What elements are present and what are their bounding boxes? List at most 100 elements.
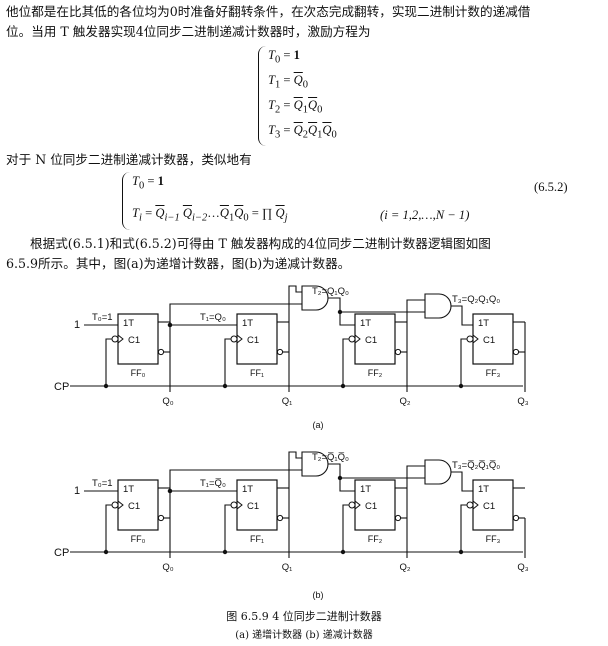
ff-t-input-label: 1T	[123, 318, 134, 329]
t3-label: T₃=Q̅₂Q̅₁Q̅₀	[452, 460, 500, 471]
paragraph-line: 位。当用 T 触发器实现4位同步二进制递减计数器时，激励方程为	[6, 24, 371, 39]
clock-triangle	[472, 334, 479, 344]
t0-label: T₀=1	[92, 478, 113, 489]
junction-dot	[167, 488, 173, 494]
inversion-bubble	[157, 348, 165, 356]
t3-label: T₃=Q₂Q₁Q₀	[452, 294, 500, 305]
clock-triangle	[117, 500, 124, 510]
ff-name: FF₀	[131, 534, 146, 544]
q-label: Q₂	[399, 562, 410, 573]
clock-wire	[224, 338, 231, 386]
and-gate	[424, 293, 452, 319]
ff-clock-label: C1	[128, 501, 140, 512]
paragraph-line: 他位都是在比其低的各位均为0时准备好翻转条件，在次态完成翻转，实现二进制计数的递…	[6, 4, 531, 19]
clock-bubble	[230, 335, 238, 343]
clock-wire	[105, 338, 112, 386]
subfigure-label-a: (a)	[313, 420, 324, 430]
ff-clock-label: C1	[247, 501, 259, 512]
ff-clock-label: C1	[128, 335, 140, 346]
wire	[406, 465, 425, 518]
input-one: 1	[74, 319, 80, 331]
clock-triangle	[472, 500, 479, 510]
paragraph-line: 对于 N 位同步二进制递减计数器，类似地有	[6, 152, 252, 167]
inversion-bubble	[512, 348, 520, 356]
q-label: Q₃	[517, 562, 528, 573]
ff-clock-label: C1	[365, 501, 377, 512]
ff-name: FF₃	[486, 368, 501, 378]
flip-flop	[354, 313, 396, 365]
wire	[169, 469, 302, 491]
flip-flop	[117, 479, 159, 531]
cp-label: CP	[54, 547, 69, 559]
t3-wire	[451, 471, 473, 492]
clock-triangle	[236, 334, 243, 344]
t2-label: T₂=Q₁Q₀	[312, 286, 349, 297]
ff-name: FF₃	[486, 534, 501, 544]
cp-label: CP	[54, 381, 69, 393]
q-label: Q₀	[162, 396, 173, 407]
figure-caption: 图 6.5.9 4 位同步二进制计数器	[226, 610, 382, 623]
wire	[169, 303, 302, 325]
flip-flop	[472, 479, 514, 531]
inversion-bubble	[394, 514, 402, 522]
and-gate	[301, 285, 329, 311]
ff-name: FF₀	[131, 368, 146, 378]
q-label: Q₀	[162, 562, 173, 573]
flip-flop	[472, 313, 514, 365]
clock-bubble	[348, 335, 356, 343]
equation: T0 = 1	[268, 48, 300, 66]
q-label: Q₁	[282, 396, 293, 407]
paragraph-line: 6.5.9所示。其中，图(a)为递增计数器，图(b)为递减计数器。	[6, 256, 351, 271]
ff-t-input-label: 1T	[478, 484, 489, 495]
inversion-bubble	[394, 348, 402, 356]
ff-clock-label: C1	[483, 335, 495, 346]
ff-name: FF₁	[250, 534, 264, 544]
ff-name: FF₂	[368, 534, 383, 544]
wire	[406, 299, 425, 322]
paragraph-line: 根据式(6.5.1)和式(6.5.2)可得由 T 触发器构成的4位同步二进制计数…	[30, 236, 491, 251]
junction-dot	[167, 322, 173, 328]
subfigure-label-b: (b)	[313, 590, 324, 600]
q-label: Q₃	[517, 396, 528, 407]
equation: T1 = Q0	[268, 73, 309, 91]
ff-t-input-label: 1T	[360, 484, 371, 495]
ff-clock-label: C1	[365, 335, 377, 346]
t0-label: T₀=1	[92, 312, 113, 323]
input-one: 1	[74, 485, 80, 497]
ff-name: FF₂	[368, 368, 383, 378]
ff-t-input-label: 1T	[242, 484, 253, 495]
ff-t-input-label: 1T	[242, 318, 253, 329]
clock-bubble	[230, 501, 238, 509]
equation: T2 = Q1Q0	[268, 98, 323, 116]
inversion-bubble	[512, 514, 520, 522]
clock-wire	[224, 504, 231, 552]
inversion-bubble	[157, 514, 165, 522]
ff-name: FF₁	[250, 368, 264, 378]
flip-flop	[354, 479, 396, 531]
ff-clock-label: C1	[483, 501, 495, 512]
index-range: (i = 1,2,…,N − 1)	[380, 208, 470, 222]
wire	[288, 451, 302, 518]
equation: T3 = Q2Q1Q0	[268, 123, 337, 141]
t1-label: T₁=Q̅₀	[200, 478, 226, 489]
clock-bubble	[466, 501, 474, 509]
clock-wire	[105, 504, 112, 552]
clock-triangle	[236, 500, 243, 510]
ff-clock-label: C1	[247, 335, 259, 346]
clock-wire	[342, 338, 349, 386]
flip-flop	[236, 313, 278, 365]
equation-number: (6.5.2)	[534, 180, 568, 194]
clock-wire	[460, 504, 467, 552]
clock-bubble	[348, 501, 356, 509]
inversion-bubble	[276, 514, 284, 522]
wire	[288, 285, 302, 322]
inversion-bubble	[276, 348, 284, 356]
clock-triangle	[117, 334, 124, 344]
clock-wire	[460, 338, 467, 386]
brace	[122, 172, 131, 230]
brace	[258, 46, 267, 146]
ff-t-input-label: 1T	[360, 318, 371, 329]
flip-flop	[236, 479, 278, 531]
clock-triangle	[354, 334, 361, 344]
